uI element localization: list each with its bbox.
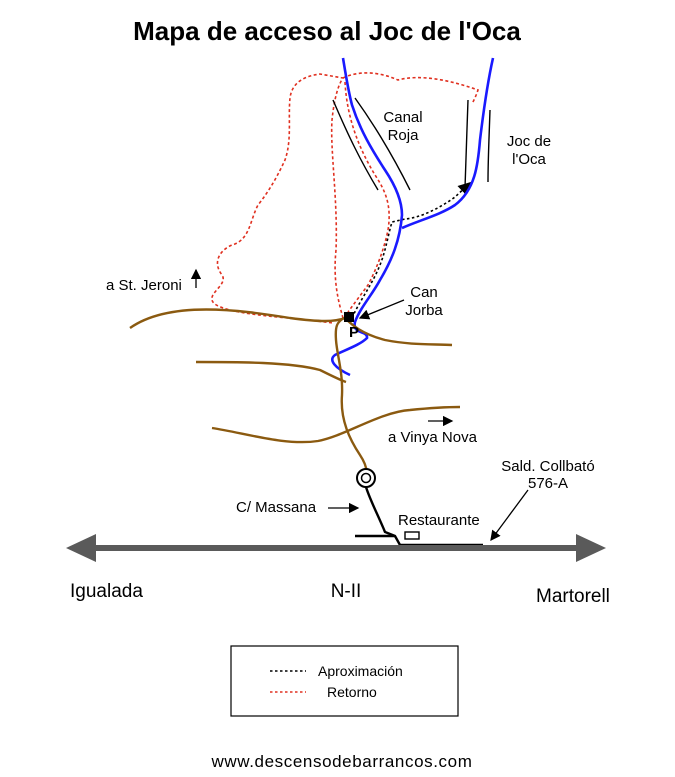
joc-oca-wall-right [487,109,491,183]
igualada-label: Igualada [70,581,143,602]
can-jorba-pointer [358,299,405,320]
can-jorba-label-2: Jorba [405,302,443,319]
restaurante-building [404,531,420,540]
highway-arrow-left [66,534,96,562]
sald-road-number-label: 576-A [528,475,568,492]
restaurante-label: Restaurante [398,512,480,529]
st-jeroni-label: a St. Jeroni [106,277,182,294]
legend-box [230,645,459,717]
legend: Aproximación Retorno [230,645,459,717]
n2-label: N-II [331,581,362,602]
massana-label: C/ Massana [236,499,317,516]
approach-path [351,181,472,319]
roundabout-inner [360,472,372,484]
return-path-descent [344,81,390,313]
joc-oca-label-1: Joc de [507,133,551,150]
canal-roja-label-1: Canal [383,109,422,126]
road-middle-2 [211,405,461,444]
river-tributary [401,57,495,230]
joc-oca-label-2: l'Oca [512,151,546,168]
legend-approach-label: Aproximación [318,663,403,679]
vinya-nova-label: a Vinya Nova [388,429,478,446]
parking-label: P [349,324,359,341]
sald-collbato-label: Sald. Collbató [501,458,594,475]
road-access [334,316,368,480]
return-path-upper [342,72,480,105]
canal-roja-wall-left [332,99,379,191]
highway-arrow-right [576,534,606,562]
martorell-label: Martorell [536,586,610,607]
return-path [211,73,345,324]
road-upper [129,308,453,347]
can-jorba-label-1: Can [410,284,438,301]
canal-roja-wall-right [354,97,411,191]
map-title: Mapa de acceso al Joc de l'Oca [133,16,521,46]
footer-url: www.descensodebarrancos.com [211,752,473,771]
canal-roja-label-2: Roja [388,127,420,144]
legend-return-label: Retorno [327,684,377,700]
river [331,57,404,377]
road-middle-1 [195,360,347,384]
sald-pointer [490,489,529,542]
joc-oca-wall-left [464,99,469,189]
can-jorba-building [344,312,354,322]
